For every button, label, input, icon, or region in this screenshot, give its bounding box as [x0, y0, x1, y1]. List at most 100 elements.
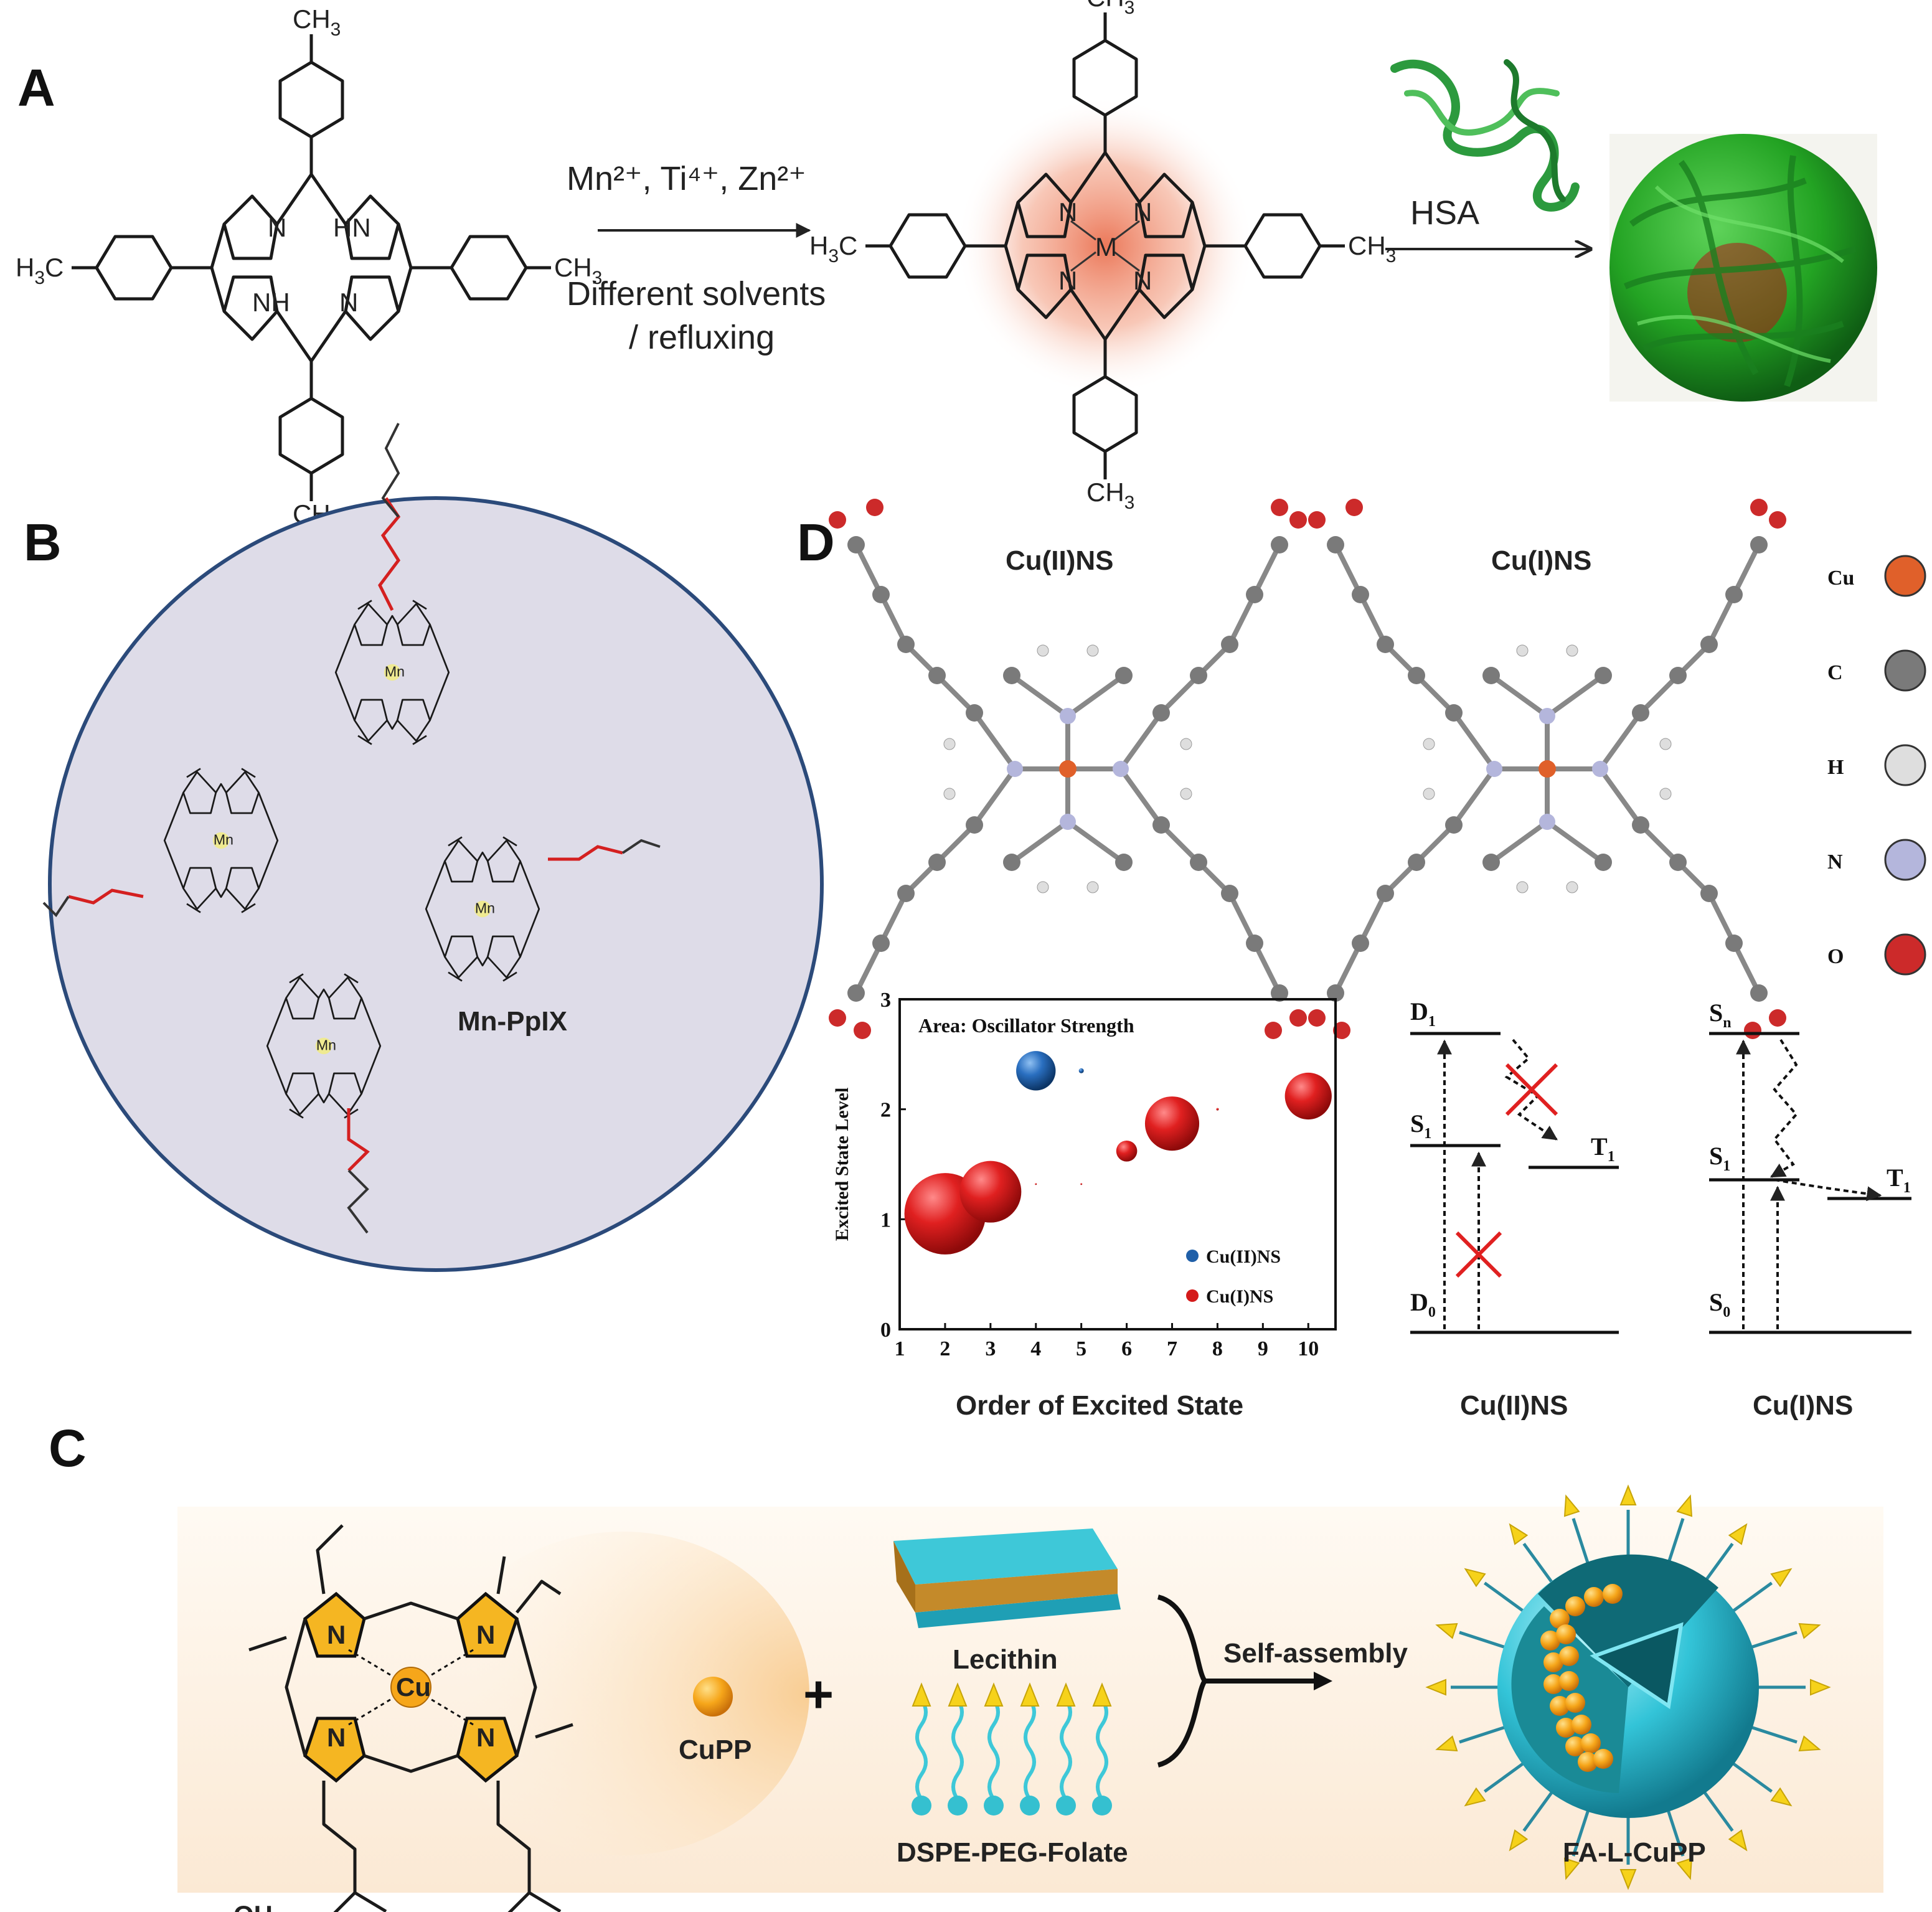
- panel-b: B Mn Mn Mn Mn: [24, 423, 824, 1272]
- x-tick-label: 4: [1030, 1337, 1041, 1360]
- svg-text:N: N: [327, 1723, 346, 1752]
- lecithin-label: Lecithin: [953, 1644, 1058, 1675]
- svg-text:N: N: [1133, 197, 1152, 227]
- svg-text:N: N: [339, 288, 358, 317]
- mn-ppix-unit-1: Mn: [334, 600, 450, 745]
- svg-text:CH3: CH3: [293, 4, 341, 40]
- svg-text:D0: D0: [1410, 1288, 1436, 1321]
- svg-text:HN: HN: [333, 213, 371, 242]
- panel-d: D Cu(II)NS Cu(I)NS: [797, 499, 1926, 1421]
- legend-atom-h-swatch: [1884, 744, 1926, 786]
- tetratolylporphyrin-structure: N HN NH N CH3 CH3 H3C CH3: [16, 4, 602, 535]
- svg-text:S1: S1: [1410, 1109, 1431, 1142]
- legend-atom-label: Cu: [1827, 567, 1854, 590]
- jablonski-cu2-ns: D1 S1 D0 T1: [1410, 997, 1619, 1334]
- legend-atom-label: C: [1827, 661, 1843, 684]
- svg-text:NH: NH: [252, 288, 290, 317]
- x-tick-label: 3: [985, 1337, 996, 1360]
- struct-cu2-title: Cu(II)NS: [1006, 545, 1114, 576]
- legend-atom-cu-swatch: [1884, 555, 1926, 597]
- chart-xlabel: Order of Excited State: [956, 1390, 1243, 1421]
- plus-sign: +: [803, 1665, 834, 1723]
- mn-ppix-label: Mn-PpIX: [458, 1006, 567, 1037]
- hsa-nanoparticle: [1609, 134, 1877, 402]
- cupp-glow: [436, 1532, 809, 1855]
- conditions-line1: Different solvents: [567, 275, 826, 313]
- svg-text:N: N: [1058, 197, 1077, 227]
- svg-text:T1: T1: [1887, 1164, 1911, 1196]
- cu-center-label: Cu: [396, 1672, 431, 1702]
- x-tick-label: 6: [1121, 1337, 1132, 1360]
- svg-text:Mn: Mn: [214, 832, 233, 848]
- reagents-label: Mn²⁺, Ti⁴⁺, Zn²⁺: [567, 160, 806, 197]
- conditions-line2: / refluxing: [629, 319, 775, 356]
- svg-text:CH3: CH3: [1086, 478, 1134, 513]
- jablonski-cu1-ns: Sn S1 S0 T1: [1709, 999, 1911, 1334]
- struct-cu1-title: Cu(I)NS: [1491, 545, 1591, 576]
- lecithin-bilayer-icon: [893, 1528, 1121, 1628]
- x-tick-label: 9: [1258, 1337, 1268, 1360]
- amide-linkers: [42, 423, 661, 1234]
- svg-text:T1: T1: [1591, 1133, 1615, 1165]
- data-point-cuins: [1144, 1096, 1200, 1151]
- forbidden-x-2: [1455, 1231, 1502, 1278]
- svg-text:N: N: [1058, 266, 1077, 295]
- svg-text:O: O: [377, 1910, 397, 1912]
- legend-atom-c-swatch: [1884, 649, 1926, 692]
- x-tick-label: 10: [1298, 1337, 1319, 1360]
- forbidden-x-1: [1505, 1063, 1558, 1116]
- svg-text:H3C: H3C: [809, 231, 857, 266]
- legend-swatch: [1186, 1289, 1199, 1302]
- folate-ligands: [1425, 1484, 1831, 1890]
- cu-porphyrin-structure: Cu N N N N OH O HO O: [233, 1524, 573, 1912]
- mn-ppix-unit-4: Mn: [266, 973, 382, 1119]
- cupp-label: CuPP: [679, 1735, 752, 1765]
- mn-ppix-unit-2: Mn: [163, 768, 279, 913]
- svg-text:Mn: Mn: [385, 664, 405, 680]
- dspe-peg-folate-icon: [912, 1682, 1112, 1815]
- self-assembly-arrow: [1157, 1594, 1314, 1768]
- data-point-cuins: [1284, 1072, 1332, 1120]
- metalloporphyrin-structure: N N N N M CH3 CH3 H3C CH3: [809, 0, 1396, 513]
- svg-text:OH: OH: [233, 1900, 273, 1912]
- svg-text:N: N: [268, 213, 286, 242]
- legend-label: Cu(II)NS: [1206, 1246, 1281, 1267]
- self-assembly-label: Self-assembly: [1223, 1638, 1408, 1669]
- data-point-cuins: [1035, 1183, 1037, 1185]
- cupp-sphere: [693, 1677, 733, 1717]
- fa-l-cupp-liposome: [1425, 1484, 1831, 1890]
- svg-text:CH3: CH3: [1086, 0, 1134, 18]
- metal-center: M: [1095, 232, 1117, 261]
- panel-a-letter: A: [17, 59, 55, 117]
- svg-text:D1: D1: [1410, 997, 1436, 1030]
- data-point-cuins: [1080, 1183, 1083, 1185]
- svg-text:CH3: CH3: [1348, 231, 1396, 266]
- data-point-cuiins: [1078, 1068, 1084, 1073]
- x-tick-label: 8: [1212, 1337, 1223, 1360]
- legend-atom-label: N: [1827, 850, 1843, 874]
- x-tick-label: 2: [940, 1337, 950, 1360]
- svg-text:CH3: CH3: [554, 253, 602, 288]
- chart-legend: Cu(II)NS Cu(I)NS: [1186, 1246, 1281, 1307]
- panel-d-letter: D: [797, 513, 835, 572]
- legend-atom-n-swatch: [1884, 839, 1926, 881]
- panel-c-letter: C: [49, 1419, 87, 1477]
- chart-ylabel: Excited State Level: [832, 1088, 852, 1241]
- dspe-label: DSPE-PEG-Folate: [897, 1837, 1128, 1868]
- plot-frame: [898, 998, 1337, 1330]
- svg-text:N: N: [327, 1620, 346, 1649]
- hsa-label: HSA: [1410, 194, 1479, 232]
- data-point-cuins: [1116, 1140, 1138, 1162]
- jablonski-cu2-title: Cu(II)NS: [1460, 1390, 1568, 1421]
- legend-atom-o-swatch: [1884, 933, 1926, 976]
- legend-swatch: [1186, 1250, 1199, 1262]
- y-tick-label: 3: [880, 989, 891, 1012]
- jablonski-cu1-title: Cu(I)NS: [1753, 1390, 1853, 1421]
- panel-b-letter: B: [24, 513, 62, 572]
- y-tick-label: 2: [880, 1099, 891, 1122]
- legend-label: Cu(I)NS: [1206, 1286, 1273, 1307]
- data-point-cuiins: [1016, 1051, 1056, 1091]
- svg-text:O: O: [551, 1910, 572, 1912]
